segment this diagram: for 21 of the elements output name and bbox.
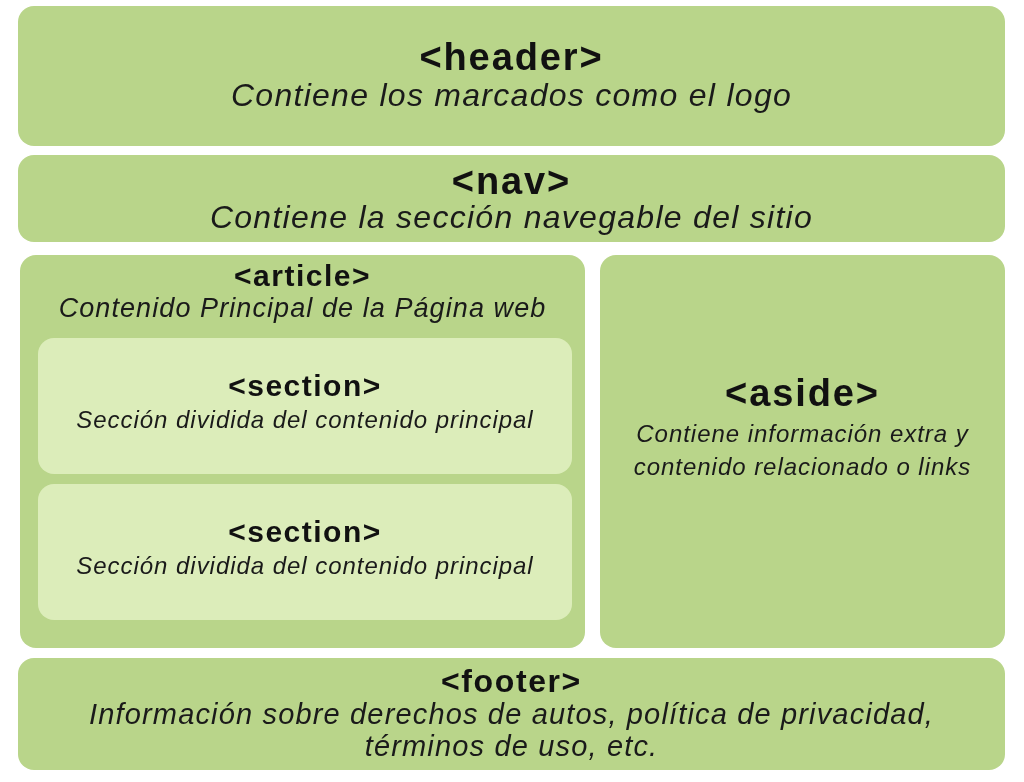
nested-region-box — [38, 338, 572, 474]
description-text: Contiene la sección navegable del sitio — [209, 199, 814, 236]
tag-title: <aside> — [725, 371, 880, 417]
tag-title: <section> — [228, 369, 382, 404]
page-region-box — [18, 155, 1005, 242]
page-region-box — [600, 255, 1005, 648]
tag-title: <article> — [234, 259, 371, 292]
description-text: Contiene los marcados como el logo — [230, 78, 793, 114]
description-text: Sección dividida del contenido principal — [76, 550, 534, 581]
page-region-box — [20, 255, 585, 648]
page-region-box — [18, 6, 1005, 146]
tag-title: <header> — [419, 38, 604, 79]
description-text: Contiene información extra y contenido relacionado o links — [632, 418, 973, 483]
description-text: Información sobre derechos de autos, política de privacidad, términos de uso, etc. — [88, 698, 935, 763]
description-text: Sección dividida del contenido principal — [76, 404, 534, 435]
nested-region-box — [38, 484, 572, 620]
tag-title: <section> — [228, 515, 382, 550]
tag-title: <nav> — [451, 161, 572, 200]
page-region-box — [18, 658, 1005, 770]
tag-title: <footer> — [441, 665, 582, 699]
description-text: Contenido Principal de la Página web — [58, 292, 547, 325]
